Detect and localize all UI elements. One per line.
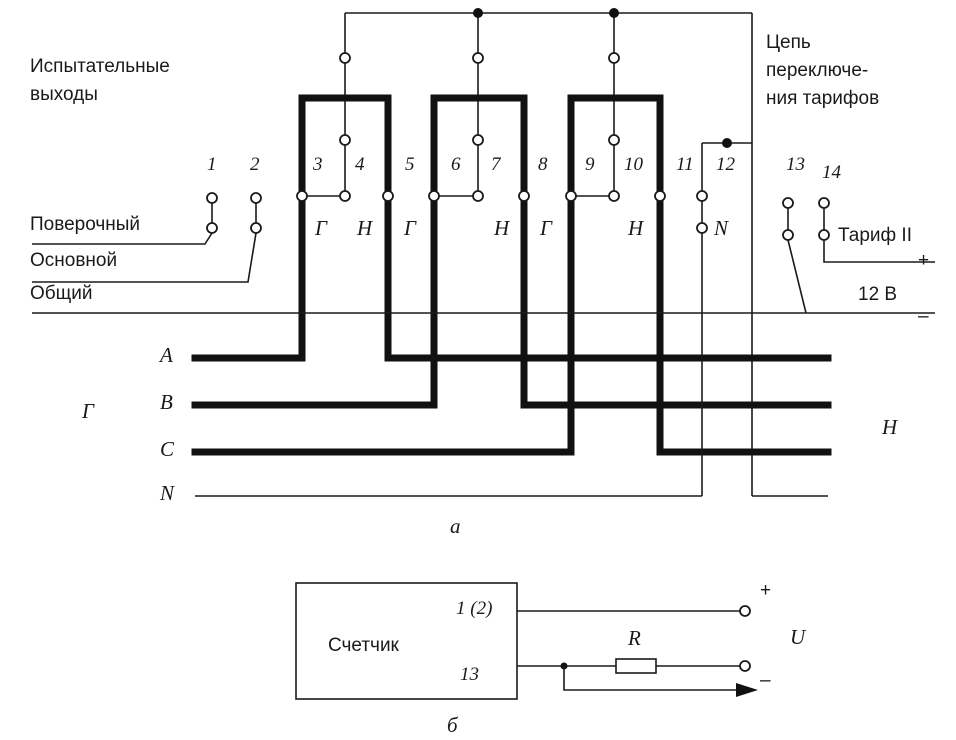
minus-label: –	[918, 306, 929, 327]
current-terminals	[296, 190, 666, 202]
main-output-label: Основной	[30, 250, 117, 271]
terminal-number: 12	[716, 154, 736, 175]
verify-output-label: Поверочный	[30, 214, 140, 235]
u-minus-label: –	[760, 670, 771, 691]
tariff2-label: Тариф II	[838, 225, 912, 246]
phase-b-label: B	[160, 390, 173, 414]
terminal-number: 9	[585, 154, 595, 175]
voltage-u-label: U	[790, 625, 807, 649]
current-loops	[191, 94, 832, 456]
meter-box	[295, 582, 518, 700]
phase-c-label: C	[160, 437, 175, 461]
terminal-mark-n: Н	[627, 216, 645, 240]
tariff-circuit-label: Цепь	[766, 32, 811, 53]
meter-pin-top: 1 (2)	[456, 598, 492, 619]
resistor	[615, 658, 657, 674]
test-outputs	[32, 192, 935, 314]
terminal-mark-g: Г	[539, 216, 553, 240]
terminal-number: 10	[624, 154, 644, 175]
resistor-label: R	[627, 626, 641, 650]
terminal-mark-g: Г	[314, 216, 328, 240]
arrow-icon	[736, 683, 758, 697]
tariff-circuit-label-3: ния тарифов	[766, 88, 879, 109]
terminal-marks: Г Н Г Н Г Н N	[314, 216, 729, 240]
terminal-number: 7	[491, 154, 502, 175]
terminal-number: 6	[451, 154, 461, 175]
terminal-number: 8	[538, 154, 548, 175]
terminal-number: 1	[207, 154, 217, 175]
neutral-circuit	[195, 138, 828, 497]
terminal-number: 14	[822, 162, 842, 183]
terminal-mark-g: Г	[403, 216, 417, 240]
phase-a-label: A	[158, 343, 173, 367]
test-outputs-label-2: выходы	[30, 84, 98, 105]
load-side-label: Н	[881, 415, 899, 439]
terminal-number: 4	[355, 154, 365, 175]
common-output-label: Общий	[30, 283, 93, 304]
caption-b: б	[447, 713, 459, 737]
terminal-number: 2	[250, 154, 260, 175]
terminal-mark-n: Н	[493, 216, 511, 240]
plus-label: +	[918, 250, 929, 271]
terminal-number: 5	[405, 154, 415, 175]
terminal-number: 11	[676, 154, 694, 175]
terminal-mark-neutral: N	[713, 216, 729, 240]
generator-side-label: Г	[81, 399, 95, 423]
meter-connection-diagram: Счетчик 1 (2) 13 R U + – б	[295, 580, 807, 737]
meter-name: Счетчик	[328, 635, 400, 656]
u-plus-label: +	[760, 580, 771, 601]
terminal-numbers: 1 2 3 4 5 6 7 8 9 10 11 12 13 14	[207, 154, 842, 183]
voltage-label: 12 В	[858, 284, 897, 305]
neutral-label: N	[159, 481, 175, 505]
test-outputs-label: Испытательные	[30, 56, 170, 77]
terminal-number: 3	[312, 154, 323, 175]
terminal-mark-n: Н	[356, 216, 374, 240]
tariff-terminals	[782, 197, 935, 314]
caption-a: а	[450, 514, 461, 538]
voltage-bus	[302, 8, 753, 496]
tariff-circuit-label-2: переключе-	[766, 60, 868, 81]
terminal-number: 13	[786, 154, 805, 175]
meter-pin-bottom: 13	[460, 664, 479, 685]
